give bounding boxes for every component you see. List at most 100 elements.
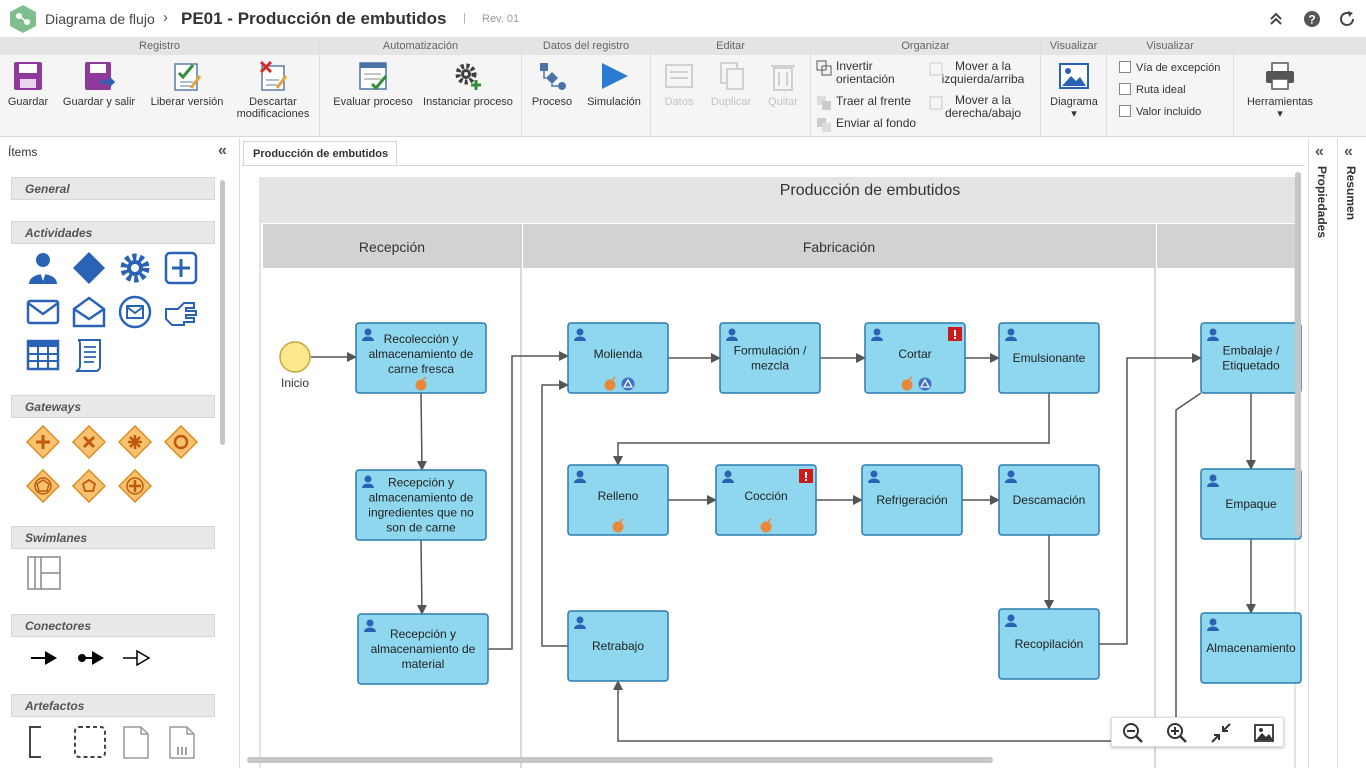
task-t14[interactable]: Embalaje /Etiquetado — [1200, 322, 1302, 394]
checkbox-box[interactable] — [1119, 61, 1131, 73]
task-box[interactable] — [357, 613, 489, 685]
lane-header-recepcion[interactable] — [263, 224, 521, 268]
save-button[interactable]: Guardar — [4, 60, 52, 108]
diagram-view-button[interactable]: Diagrama▾ — [1045, 60, 1103, 120]
duplicate-button[interactable]: Duplicar — [707, 60, 755, 108]
mail-icon[interactable] — [26, 295, 60, 329]
data-collection-icon[interactable] — [165, 725, 199, 759]
task-t15[interactable]: Empaque — [1200, 468, 1302, 540]
section-artifacts[interactable]: Artefactos — [11, 694, 215, 717]
exclusive-event-gateway-icon[interactable] — [72, 469, 106, 503]
sequence-flow-arrow[interactable] — [488, 351, 569, 650]
task-box[interactable] — [861, 464, 963, 536]
lane-header-3[interactable] — [1157, 224, 1295, 268]
lane-header-fabricacion[interactable] — [523, 224, 1155, 268]
parallel-event-gateway-icon[interactable] — [118, 469, 152, 503]
task-box[interactable] — [567, 464, 669, 536]
diagram-canvas[interactable]: Producción de embutidos Recepción Fabric… — [242, 165, 1305, 768]
evaluate-process-button[interactable]: Evaluar proceso — [326, 60, 420, 108]
refresh-icon[interactable] — [1337, 9, 1357, 29]
tab-produccion-embutidos[interactable]: Producción de embutidos — [243, 141, 397, 166]
table-icon[interactable] — [26, 338, 60, 372]
task-box[interactable] — [355, 469, 487, 541]
collapse-left-icon[interactable]: « — [218, 142, 227, 159]
start-event[interactable] — [279, 341, 311, 373]
sequence-flow-arrow[interactable] — [416, 392, 427, 471]
task-box[interactable] — [1200, 612, 1302, 684]
task-box[interactable] — [1200, 468, 1302, 540]
section-connectors[interactable]: Conectores — [11, 614, 215, 637]
manual-hand-icon[interactable] — [164, 295, 198, 329]
sequence-flow-arrow[interactable] — [416, 539, 427, 615]
task-box[interactable] — [715, 464, 817, 536]
save-and-exit-button[interactable]: Guardar y salir — [60, 60, 138, 108]
annotation-bracket-icon[interactable] — [27, 725, 61, 759]
task-t8[interactable]: Relleno — [567, 464, 669, 536]
sequence-flow-connector-icon[interactable] — [29, 648, 59, 668]
sequence-flow-arrow[interactable] — [613, 393, 1050, 466]
canvas-horizontal-scrollbar[interactable] — [247, 757, 993, 763]
tools-button[interactable]: Herramientas▾ — [1238, 60, 1322, 120]
bring-to-front-button[interactable]: Traer al frente — [816, 95, 911, 110]
task-box[interactable] — [998, 322, 1100, 394]
user-task-icon[interactable] — [26, 251, 60, 285]
expand-summary-icon[interactable]: « — [1344, 143, 1353, 160]
checkbox-box[interactable] — [1119, 105, 1131, 117]
release-version-button[interactable]: Liberar versión — [146, 60, 228, 108]
process-button[interactable]: Proceso — [528, 60, 576, 108]
task-t11[interactable]: Descamación — [998, 464, 1100, 536]
message-flow-connector-icon[interactable] — [76, 648, 106, 668]
help-icon[interactable]: ? — [1302, 9, 1322, 29]
exclusive-gateway-icon[interactable] — [72, 425, 106, 459]
script-scroll-icon[interactable] — [72, 338, 106, 372]
section-gateways[interactable]: Gateways — [11, 395, 215, 418]
task-t9[interactable]: Cocción — [715, 464, 817, 536]
fit-screen-icon[interactable] — [1210, 722, 1232, 744]
task-t12[interactable]: Retrabajo — [567, 610, 669, 682]
send-to-back-button[interactable]: Enviar al fondo — [816, 117, 916, 132]
value-included-checkbox[interactable]: Valor incluido — [1119, 105, 1201, 118]
breadcrumb[interactable]: Diagrama de flujo — [45, 11, 155, 27]
export-image-icon[interactable] — [1253, 722, 1275, 744]
sequence-flow-arrow[interactable] — [541, 380, 569, 647]
simulation-button[interactable]: Simulación — [584, 60, 644, 108]
sequence-flow-arrow[interactable] — [1099, 353, 1202, 645]
remove-button[interactable]: Quitar — [763, 60, 803, 108]
summary-panel[interactable]: « Resumen — [1337, 138, 1366, 768]
checkbox-box[interactable] — [1119, 83, 1131, 95]
section-swimlanes[interactable]: Swimlanes — [11, 526, 215, 549]
complex-gateway-icon[interactable] — [118, 425, 152, 459]
diamond-icon[interactable] — [72, 251, 106, 285]
open-mail-icon[interactable] — [72, 295, 106, 329]
ideal-route-checkbox[interactable]: Ruta ideal — [1119, 83, 1186, 96]
group-dashed-icon[interactable] — [73, 725, 107, 759]
subprocess-plus-icon[interactable] — [164, 251, 198, 285]
section-general[interactable]: General — [11, 177, 215, 200]
task-t16[interactable]: Almacenamiento — [1200, 612, 1302, 684]
event-gateway-icon[interactable] — [26, 469, 60, 503]
task-t6[interactable]: Cortar — [864, 322, 966, 394]
parallel-gateway-icon[interactable] — [26, 425, 60, 459]
zoom-in-icon[interactable] — [1166, 722, 1188, 744]
instantiate-process-button[interactable]: Instanciar proceso — [420, 60, 516, 108]
task-box[interactable] — [998, 608, 1100, 680]
section-activities[interactable]: Actividades — [11, 221, 215, 244]
task-t7[interactable]: Emulsionante — [998, 322, 1100, 394]
task-box[interactable] — [1200, 322, 1302, 394]
expand-properties-icon[interactable]: « — [1315, 143, 1324, 160]
service-gear-icon[interactable] — [118, 251, 152, 285]
message-circle-icon[interactable] — [118, 295, 152, 329]
data-button[interactable]: Datos — [659, 60, 699, 108]
canvas-vertical-scrollbar[interactable] — [1295, 172, 1301, 537]
exception-path-checkbox[interactable]: Vía de excepción — [1119, 61, 1220, 74]
association-connector-icon[interactable] — [121, 648, 151, 668]
task-t13[interactable]: Recopilación — [998, 608, 1100, 680]
task-box[interactable] — [719, 322, 821, 394]
task-box[interactable] — [567, 610, 669, 682]
task-box[interactable] — [567, 322, 669, 394]
